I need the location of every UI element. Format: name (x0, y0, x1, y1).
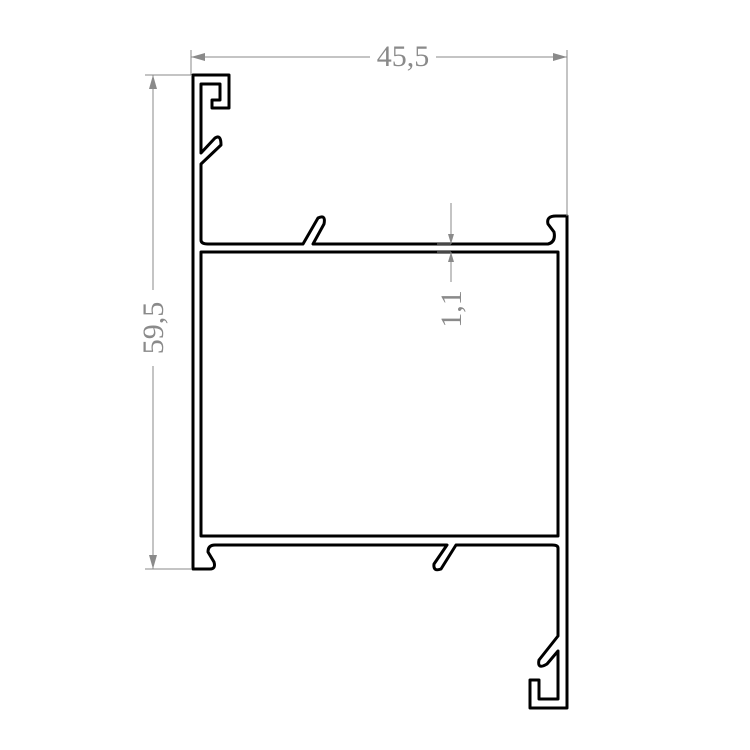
width-label: 45,5 (377, 40, 430, 73)
wall-arrow-bottom (448, 252, 454, 262)
profile-outer-contour (191, 73, 569, 710)
wall-arrow-top (448, 234, 454, 244)
wall-label: 1,1 (435, 290, 468, 328)
height-arrow-bottom (149, 555, 157, 569)
height-label: 59,5 (137, 302, 170, 355)
wall-thickness-dimension: 1,1 (435, 203, 468, 328)
inner-chamber (199, 250, 560, 538)
width-dimension: 45,5 (190, 40, 568, 216)
width-arrow-left (191, 53, 205, 61)
height-arrow-top (149, 75, 157, 89)
height-dimension: 59,5 (137, 74, 191, 570)
profile-section (191, 73, 569, 710)
width-arrow-right (553, 53, 567, 61)
